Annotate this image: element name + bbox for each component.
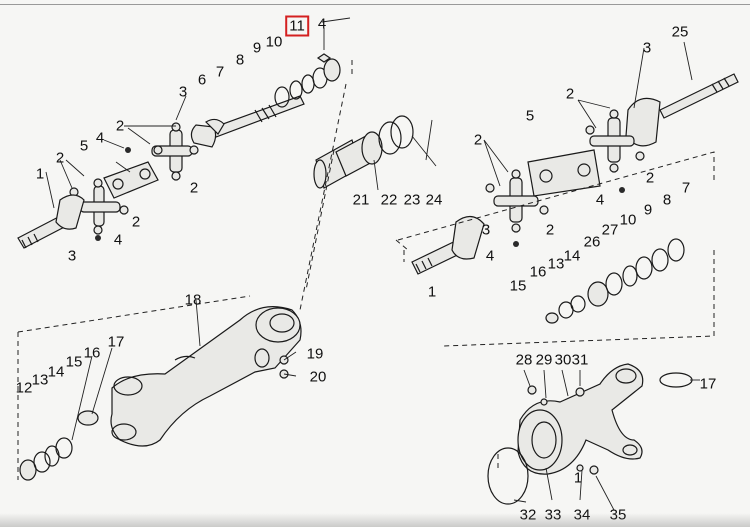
callout-15-right: 15 xyxy=(509,277,527,295)
left-bearing-stack-12-16 xyxy=(19,410,99,481)
callout-14: 14 xyxy=(47,363,65,381)
callout-34: 34 xyxy=(574,508,591,523)
left-coupling-plate-5 xyxy=(103,161,159,199)
callout-2-right-d: 2 xyxy=(545,221,555,239)
right-seal-ring-17 xyxy=(659,372,693,388)
leader-lines xyxy=(45,17,700,511)
callout-19: 19 xyxy=(306,345,324,363)
right-axle-shaft-25 xyxy=(625,73,739,147)
callout-9-right: 9 xyxy=(643,201,653,219)
left-seal-rings-7-10 xyxy=(274,53,341,108)
right-lower-universal-joint xyxy=(485,169,549,247)
scan-shadow xyxy=(0,513,750,527)
callout-7: 7 xyxy=(215,63,225,81)
callout-9: 9 xyxy=(252,39,262,57)
callout-16-right: 16 xyxy=(529,263,547,281)
callout-33: 33 xyxy=(545,508,562,523)
dashed-construction-lines xyxy=(17,60,715,480)
callout-21: 21 xyxy=(352,191,370,209)
callout-2-a: 2 xyxy=(115,117,125,135)
callout-1-right: 1 xyxy=(427,283,437,301)
right-stub-shaft-1 xyxy=(411,215,485,275)
callout-5-right: 5 xyxy=(525,107,535,125)
right-bearing-stack-7-16 xyxy=(545,238,685,324)
callout-8: 8 xyxy=(235,51,245,69)
axle-housing-18 xyxy=(110,306,302,447)
callout-18: 18 xyxy=(184,291,202,309)
callout-23: 23 xyxy=(403,191,421,209)
callout-30: 30 xyxy=(554,351,572,369)
left-axle-shaft-6 xyxy=(190,95,305,148)
callout-10-right: 10 xyxy=(619,211,637,229)
callout-2-d: 2 xyxy=(131,213,141,231)
callout-3-lower: 3 xyxy=(67,247,77,265)
callout-31: 31 xyxy=(571,351,589,369)
callout-1: 1 xyxy=(35,165,45,183)
callout-32: 32 xyxy=(520,508,537,523)
callout-4-right-b: 4 xyxy=(485,247,495,265)
callout-26: 26 xyxy=(583,233,601,251)
callout-22: 22 xyxy=(380,191,398,209)
callout-3-right-b: 3 xyxy=(481,221,491,239)
callout-20: 20 xyxy=(309,368,327,386)
callout-25: 25 xyxy=(671,23,689,41)
callout-6: 6 xyxy=(197,71,207,89)
callout-3-right-top: 3 xyxy=(642,39,652,57)
callout-27: 27 xyxy=(601,221,619,239)
callout-5: 5 xyxy=(79,137,89,155)
bolts-28-35 xyxy=(527,385,599,475)
callout-4-b: 4 xyxy=(113,231,123,249)
callout-13: 13 xyxy=(31,371,49,389)
callout-28: 28 xyxy=(515,351,533,369)
left-stub-shaft-1 xyxy=(17,194,85,249)
callout-3-upper: 3 xyxy=(178,83,188,101)
callout-1-right-lower: 1 xyxy=(573,469,583,487)
callout-8-right: 8 xyxy=(662,191,672,209)
large-o-ring-32 xyxy=(487,447,529,505)
callout-7-right: 7 xyxy=(681,179,691,197)
callout-2-c: 2 xyxy=(189,179,199,197)
callout-10: 10 xyxy=(265,33,283,51)
callout-11: 11 xyxy=(285,15,309,37)
left-lower-universal-joint xyxy=(69,178,129,241)
callout-35: 35 xyxy=(610,508,627,523)
callout-17-right: 17 xyxy=(699,375,717,393)
right-coupling-plate-5 xyxy=(527,149,601,197)
callout-4-a: 4 xyxy=(95,129,105,147)
top-edge-line xyxy=(0,4,750,5)
left-upper-universal-joint xyxy=(125,122,199,181)
callout-4-top: 4 xyxy=(317,15,327,33)
callout-14-right: 14 xyxy=(563,247,581,265)
callout-2-b: 2 xyxy=(55,149,65,167)
right-upper-universal-joint xyxy=(585,109,645,193)
callout-2-right-b: 2 xyxy=(473,131,483,149)
callout-16: 16 xyxy=(83,344,101,362)
callout-15: 15 xyxy=(65,353,83,371)
callout-2-right-a: 2 xyxy=(565,85,575,103)
steering-knuckle-hub xyxy=(517,363,644,475)
callout-2-right-c: 2 xyxy=(645,169,655,187)
callout-4-right-a: 4 xyxy=(595,191,605,209)
callout-12: 12 xyxy=(15,379,33,397)
callout-17: 17 xyxy=(107,333,125,351)
callout-13-right: 13 xyxy=(547,255,565,273)
callout-24: 24 xyxy=(425,191,443,209)
callout-29: 29 xyxy=(535,351,553,369)
